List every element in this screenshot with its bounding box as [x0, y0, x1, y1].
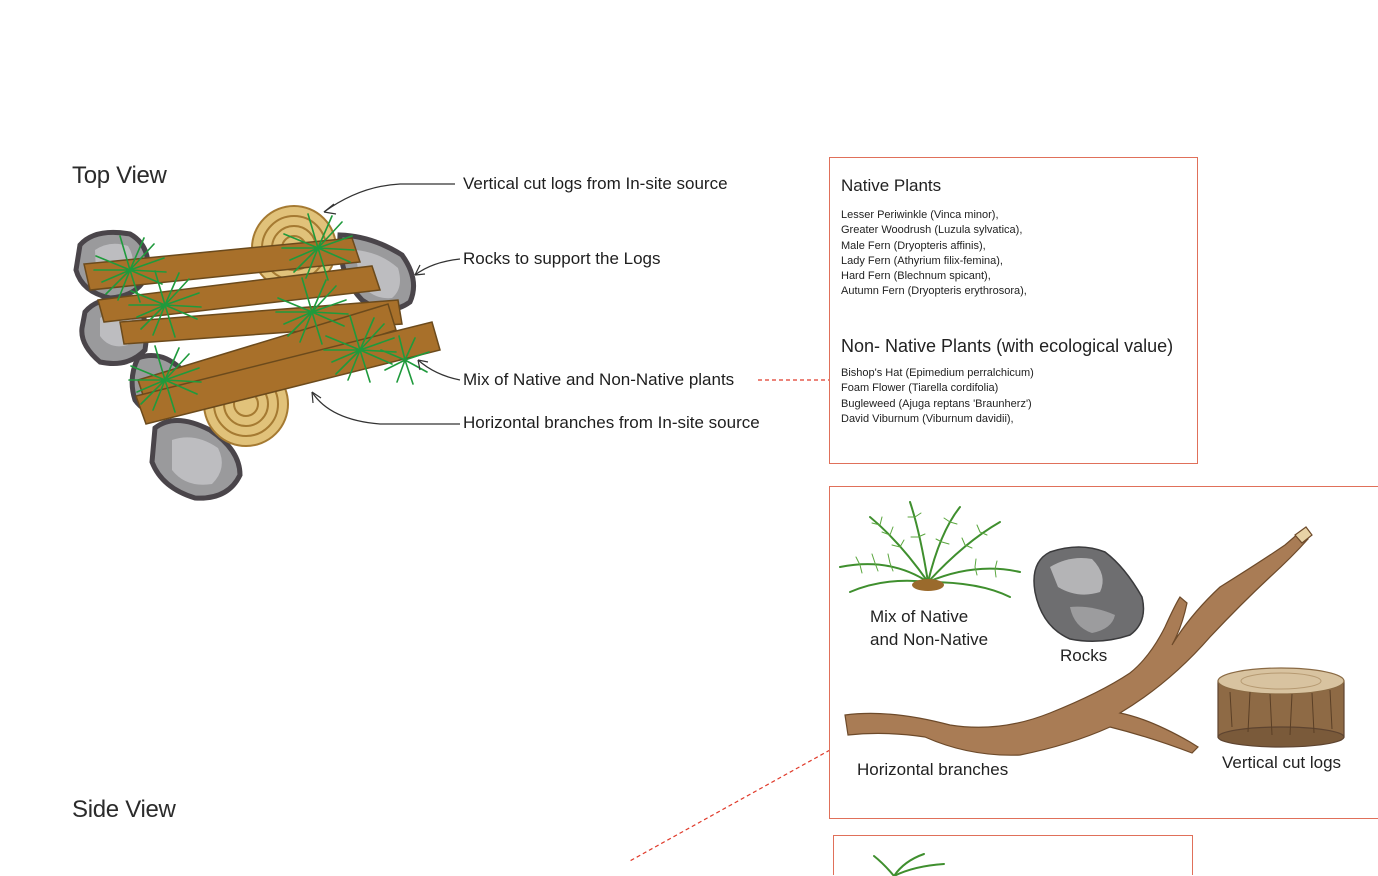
list-item: Lesser Periwinkle (Vinca minor),	[841, 209, 999, 221]
materials-plants-label-line-2: and Non-Native	[870, 630, 989, 649]
callout-plants: Mix of Native and Non-Native plants	[463, 370, 735, 389]
list-item: Foam Flower (Tiarella cordifolia)	[841, 382, 999, 395]
rock-image	[1033, 546, 1145, 642]
list-item: Autumn Fern (Dryopteris erythrosora),	[841, 285, 1027, 298]
callout-arrows	[311, 183, 461, 425]
materials-branches-label: Horizontal branches	[857, 760, 1009, 779]
callout-rocks: Rocks to support the Logs	[463, 249, 661, 268]
cut-log-image	[1217, 667, 1345, 748]
list-item: Bugleweed (Ajuga reptans 'Braunherz')	[841, 397, 1032, 410]
non-native-plants-title: Non- Native Plants (with ecological valu…	[841, 336, 1174, 356]
list-item: David Viburnum (Viburnum davidii),	[841, 412, 1014, 425]
top-view-heading: Top View	[72, 162, 167, 189]
materials-logs-label: Vertical cut logs	[1222, 753, 1342, 772]
materials-plants-label: Mix of Native and Non-Native	[870, 605, 988, 651]
fern-clumps	[93, 213, 430, 413]
branch-image	[844, 526, 1313, 756]
native-plants-list: Lesser Periwinkle (Vinca minor), Greater…	[841, 208, 1027, 300]
dashed-leaders	[627, 379, 831, 863]
list-item: Hard Fern (Blechnum spicant),	[841, 270, 991, 283]
callout-horizontal-branches: Horizontal branches from In-site source	[463, 413, 760, 432]
branches-top	[83, 237, 441, 425]
side-view-box	[833, 835, 1193, 876]
non-native-plants-list: Bishop's Hat (Epimedium perralchicum) Fo…	[841, 366, 1034, 427]
plants-list-box: Native Plants Lesser Periwinkle (Vinca m…	[829, 157, 1198, 464]
callout-vertical-logs: Vertical cut logs from In-site source	[463, 174, 728, 193]
materials-box: Mix of Native and Non-Native Rocks Horiz…	[829, 486, 1378, 819]
list-item: Male Fern (Dryopteris affinis),	[841, 239, 986, 252]
list-item: Bishop's Hat (Epimedium perralchicum)	[841, 367, 1034, 379]
list-item: Greater Woodrush (Luzula sylvatica),	[841, 224, 1023, 237]
list-item: Lady Fern (Athyrium filix-femina),	[841, 254, 1003, 267]
side-view-heading: Side View	[72, 796, 176, 823]
materials-plants-label-line-1: Mix of Native	[870, 607, 969, 626]
materials-rocks-label: Rocks	[1060, 646, 1108, 665]
materials-illustrations	[839, 501, 1345, 756]
fern-pot-base	[912, 579, 944, 591]
native-plants-title: Native Plants	[841, 176, 942, 195]
side-view-fern-partial	[873, 853, 945, 876]
